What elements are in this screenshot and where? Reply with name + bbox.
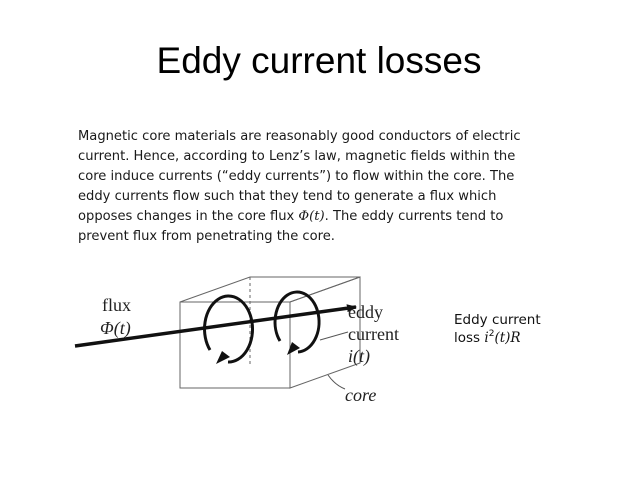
core-top-face <box>179 276 361 303</box>
explanation-paragraph: Magnetic core materials are reasonably g… <box>78 127 548 247</box>
loop-arrowhead-left <box>216 351 230 364</box>
loss-word: loss <box>454 330 484 346</box>
paragraph-line: eddy currents flow such that they tend t… <box>78 189 497 204</box>
eddy-loop-left <box>203 294 255 364</box>
eddy-loop-right <box>273 290 321 354</box>
current-label: current <box>348 324 399 344</box>
formula-rest: (t)R <box>494 330 520 346</box>
core-label: core <box>345 385 376 405</box>
formula-i: i <box>484 330 488 346</box>
core-leader-line <box>327 374 346 390</box>
core-front-face <box>179 301 291 389</box>
eddy-leader-line <box>319 331 349 341</box>
paragraph-text: opposes changes in the core flux <box>78 209 299 224</box>
slide-title: Eddy current losses <box>156 40 482 81</box>
eddy-loss-label: Eddy current <box>454 312 541 328</box>
eddy-current-loops <box>203 290 321 364</box>
paragraph-line: current. Hence, according to Lenz’s law,… <box>78 149 516 164</box>
flux-symbol: Φ(t) <box>298 209 325 224</box>
flux-symbol-label: Φ(t) <box>100 318 131 339</box>
paragraph-line: Magnetic core materials are reasonably g… <box>78 129 521 144</box>
flux-label: flux <box>102 295 131 315</box>
paragraph-text: . The eddy currents tend to <box>324 209 504 224</box>
paragraph-line: prevent flux from penetrating the core. <box>78 229 335 244</box>
eddy-label: eddy <box>348 302 383 322</box>
loop-arrowhead-right <box>287 342 300 355</box>
current-symbol-label: i(t) <box>348 346 370 367</box>
paragraph-line: core induce currents (“eddy currents”) t… <box>78 169 515 184</box>
eddy-loss-formula: loss i2(t)R <box>454 329 521 346</box>
formula-superscript: 2 <box>489 329 495 339</box>
paragraph-line: opposes changes in the core flux Φ(t). T… <box>78 207 548 227</box>
core-side-face <box>289 276 361 389</box>
core-block <box>179 276 361 389</box>
flux-arrow <box>74 304 357 348</box>
